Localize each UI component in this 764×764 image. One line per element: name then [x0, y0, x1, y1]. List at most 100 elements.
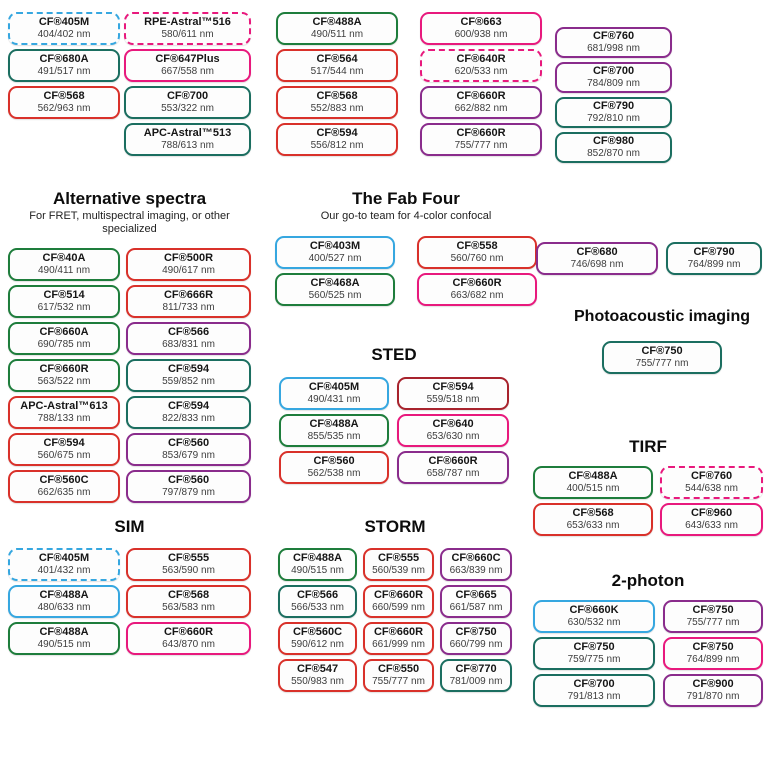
dye-wavelengths: 559/852 nm	[162, 376, 215, 387]
dye-wavelengths: 755/777 nm	[454, 140, 508, 151]
dye-name: CF®680	[576, 246, 618, 258]
dye-name: CF®750	[455, 626, 497, 638]
section-title: Photoacoustic imaging	[574, 308, 751, 325]
dye-name: APC-Astral™513	[143, 127, 232, 139]
dye-name: CF®700	[592, 65, 635, 77]
section-title: SIM	[114, 517, 145, 536]
dye-name: CF®660K	[569, 604, 619, 616]
dye-wavelengths: 667/558 nm	[161, 66, 214, 77]
dye-wavelengths: 544/638 nm	[685, 483, 738, 494]
dye-name: CF®790	[592, 100, 635, 112]
dye-name: CF®488A	[568, 470, 618, 482]
dye-name: CF®790	[693, 246, 735, 258]
dye-wavelengths: 653/630 nm	[426, 431, 480, 442]
dye-name: CF®750	[641, 345, 683, 357]
dye-name: CF®594	[167, 400, 210, 412]
dye-name: CF®558	[456, 240, 498, 252]
dye-wavelengths: 491/517 nm	[37, 66, 91, 77]
dye-wavelengths: 788/133 nm	[37, 413, 91, 424]
dye-wavelengths: 755/777 nm	[635, 358, 689, 369]
dye-wavelengths: 563/583 nm	[162, 602, 215, 613]
dye-wavelengths: 559/518 nm	[426, 394, 480, 405]
dye-wavelengths: 764/899 nm	[686, 654, 740, 665]
dye-name: CF®550	[377, 663, 420, 675]
dye-wavelengths: 563/590 nm	[162, 565, 215, 576]
dye-name: CF®647Plus	[155, 53, 220, 65]
dye-name: CF®555	[377, 552, 420, 564]
dye-wavelengths: 660/799 nm	[449, 639, 503, 650]
dye-name: CF®660R	[456, 127, 506, 139]
dye-wavelengths: 600/938 nm	[454, 29, 508, 40]
section-title: STORM	[364, 517, 426, 536]
dye-name: RPE-Astral™516	[144, 16, 231, 28]
dye-name: CF®660R	[373, 626, 424, 638]
dye-wavelengths: 811/733 nm	[162, 302, 215, 313]
dye-wavelengths: 764/899 nm	[687, 259, 741, 270]
dye-name: CF®666R	[163, 289, 214, 301]
dye-wavelengths: 490/617 nm	[162, 265, 215, 276]
dye-name: CF®665	[455, 589, 497, 601]
dye-name: CF®640R	[456, 53, 506, 65]
dye-wavelengths: 590/612 nm	[291, 639, 344, 650]
dye-wavelengths: 653/633 nm	[566, 520, 620, 531]
dye-name: CF®660A	[39, 326, 89, 338]
dye-wavelengths: 690/785 nm	[37, 339, 91, 350]
dye-name: CF®640	[432, 418, 474, 430]
dye-wavelengths: 490/411 nm	[37, 265, 91, 276]
dye-name: CF®568	[316, 90, 358, 102]
dye-wavelengths: 401/432 nm	[37, 565, 91, 576]
dye-name: CF®560C	[39, 474, 89, 486]
dye-name: CF®488A	[292, 552, 343, 564]
dye-name: CF®750	[692, 641, 734, 653]
dye-name: CF®660C	[451, 552, 501, 564]
dye-name: CF®560	[313, 455, 355, 467]
dye-name: CF®560	[167, 474, 210, 486]
dye-wavelengths: 681/998 nm	[587, 43, 640, 54]
dye-name: CF®566	[296, 589, 339, 601]
dye-wavelengths: 556/812 nm	[310, 140, 364, 151]
dye-wavelengths: 662/882 nm	[454, 103, 508, 114]
section-title: STED	[371, 345, 417, 364]
dye-wavelengths: 853/679 nm	[162, 450, 215, 461]
dye-name: CF®594	[432, 381, 474, 393]
dye-wavelengths: 400/515 nm	[566, 483, 620, 494]
dye-name: CF®564	[316, 53, 358, 65]
dye-wavelengths: 784/809 nm	[587, 78, 640, 89]
dye-wavelengths: 663/839 nm	[449, 565, 503, 576]
dye-wavelengths: 759/775 nm	[567, 654, 621, 665]
dye-wavelengths: 852/870 nm	[587, 148, 640, 159]
dye-name: CF®900	[692, 678, 734, 690]
